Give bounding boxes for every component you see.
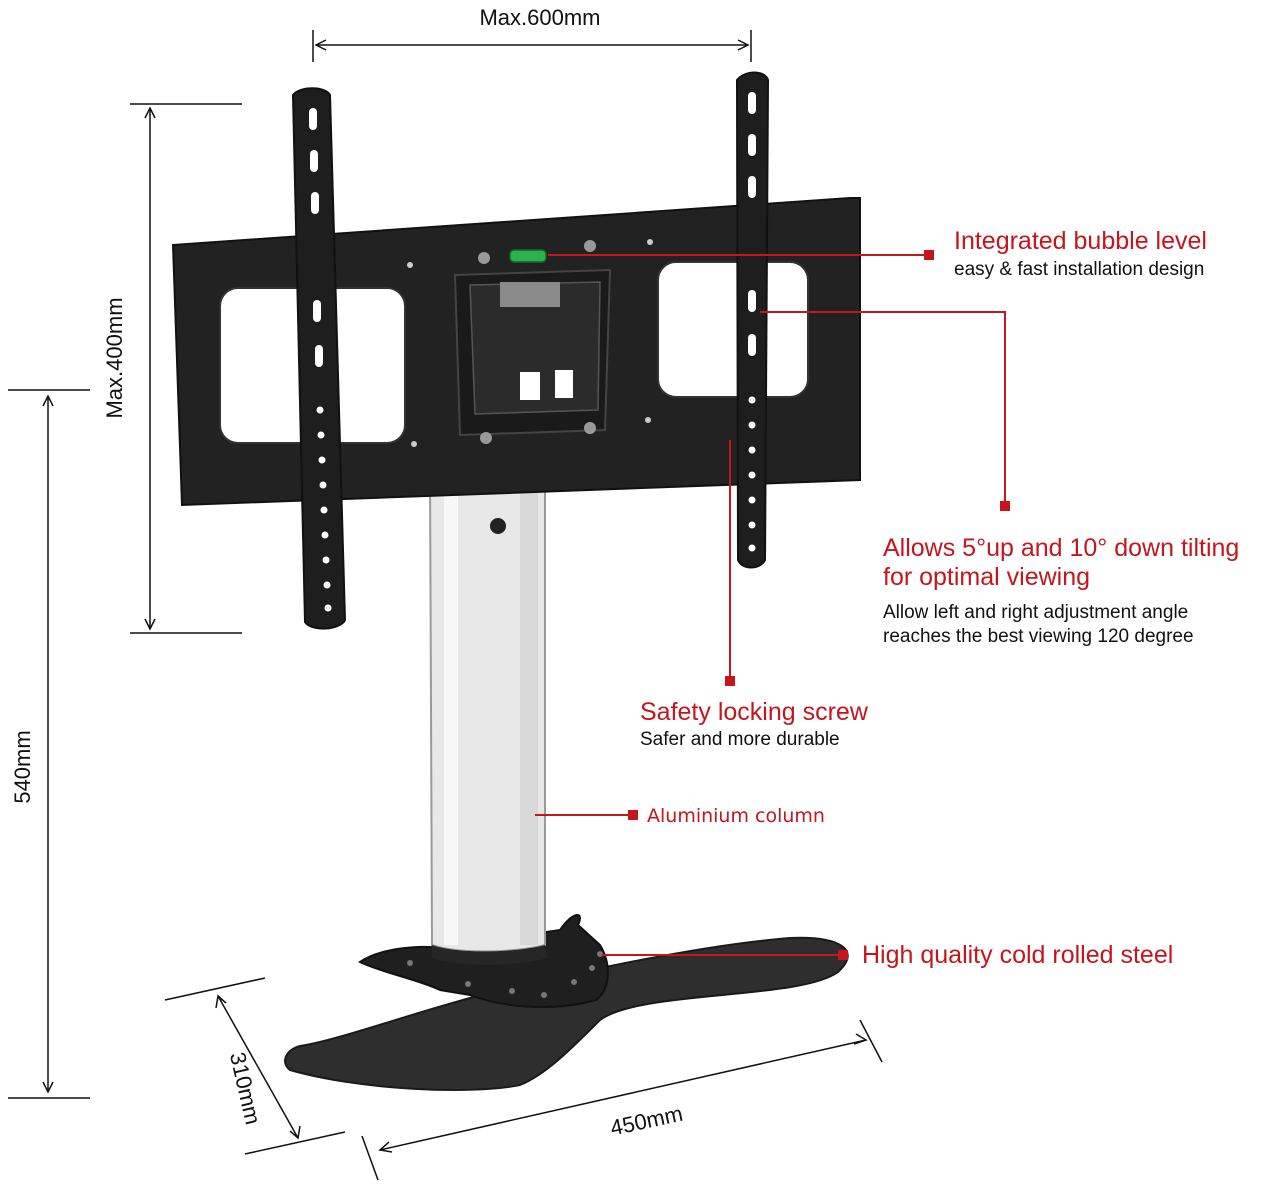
aluminium-column [428,469,548,965]
column-title: Aluminium column [647,805,825,827]
tilting-desc-line1: Allow left and right adjustment angle [883,602,1188,623]
top-width-label: Max.600mm [479,5,600,30]
bubble-level-title: Integrated bubble level [954,227,1207,255]
steel-title: High quality cold rolled steel [862,941,1173,969]
dimension-total-height [8,389,90,1099]
tilting-desc-line2: reaches the best viewing 120 degree [883,626,1194,647]
tilting-title-line2: for optimal viewing [883,563,1090,591]
left-vertical-bracket [291,87,347,630]
dimension-top-width [312,30,752,62]
right-vertical-bracket [735,71,770,569]
dimension-mount-height [130,103,242,634]
safety-screw-title: Safety locking screw [640,698,869,726]
leader-column [535,810,638,820]
bubble-level-desc: easy & fast installation design [954,259,1204,280]
base-depth-label: 310mm [225,1050,266,1127]
mount-height-label: Max.400mm [102,297,127,418]
dimension-base-width [361,1019,883,1181]
leader-tilting [760,311,1010,511]
safety-screw-desc: Safer and more durable [640,729,840,750]
base-width-label: 450mm [608,1101,685,1141]
leader-bubble-level [548,250,934,260]
total-height-label: 540mm [10,730,35,803]
tilting-title-line1: Allows 5°up and 10° down tilting [883,534,1239,562]
mounting-plate [171,197,861,507]
leader-steel [602,950,848,960]
dimension-base-depth [164,977,346,1155]
leader-safety-screw [725,440,735,686]
